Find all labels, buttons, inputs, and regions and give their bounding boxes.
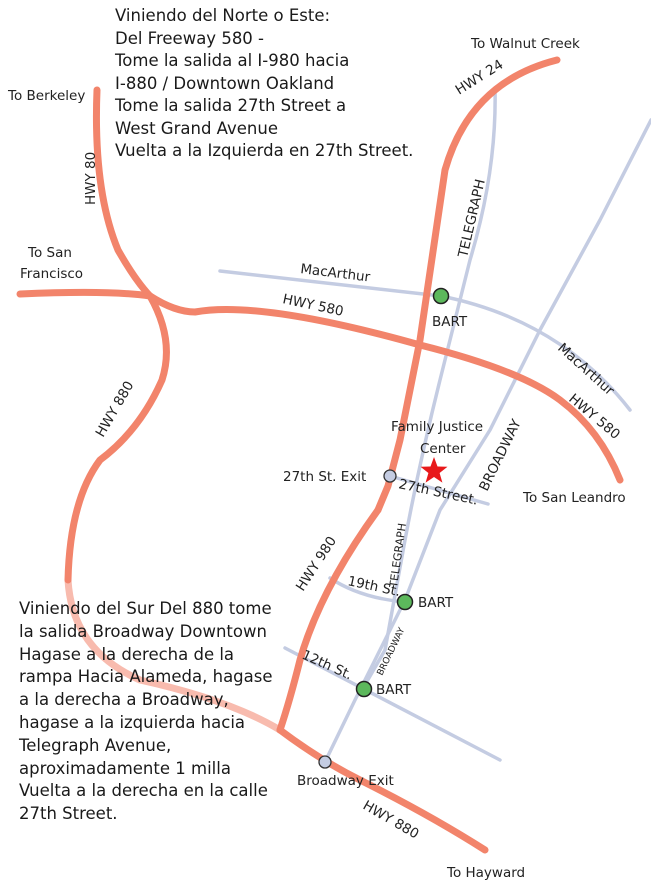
directions-south-line: aproximadamente 1 milla: [19, 758, 231, 778]
27th-street-road: [388, 474, 490, 506]
telegraph-north-label: TELEGRAPH: [455, 178, 489, 260]
san-leandro-label: To San Leandro: [522, 490, 626, 506]
hayward-label: To Hayward: [446, 865, 525, 881]
bart-macarthur-marker: [432, 287, 450, 305]
berkeley-label: To Berkeley: [7, 88, 85, 104]
telegraph-road: [360, 86, 497, 692]
directions-north-line: Del Freeway 580 -: [115, 28, 265, 48]
27th-exit-marker: [383, 469, 397, 483]
telegraph-south-label: TELEGRAPH: [387, 522, 409, 589]
directions-south-line: a la derecha a Broadway,: [19, 690, 229, 710]
hwy-980-road: [276, 506, 382, 734]
macarthur-west-road: [218, 269, 443, 298]
hwy-580-road: [16, 288, 624, 484]
directions-south-line: hagase a la izquierda hacia: [19, 712, 246, 732]
hwy-880-south-road: [276, 726, 489, 854]
directions-north-line: Viniendo del Norte o Este:: [115, 6, 331, 25]
12th-street-road: [283, 646, 502, 762]
directions-south: Viniendo del Sur Del 880 tome la salida …: [19, 598, 273, 826]
directions-south-line: Telegraph Avenue,: [19, 735, 172, 755]
hwy-24-road: [374, 56, 561, 514]
landmark-label-2: Center: [420, 441, 466, 457]
directions-south-line: Hagase a la derecha de la: [19, 644, 235, 664]
directions-north-line: Tome la salida al I-980 hacia: [115, 51, 350, 70]
macarthur-east-road: [439, 294, 632, 412]
bart-12th-label: BART: [376, 682, 412, 698]
27th-exit-label: 27th St. Exit: [283, 469, 366, 485]
landmark-label-1: Family Justice: [391, 419, 483, 435]
12th-street-label: 12th St.: [299, 647, 354, 683]
walnut-creek-label: To Walnut Creek: [470, 36, 580, 52]
broadway-exit-marker: [318, 755, 332, 769]
27th-street-label: 27th Street.: [397, 476, 479, 508]
san-francisco-label-1: To San: [27, 245, 72, 261]
bart-macarthur-label: BART: [432, 314, 468, 330]
directions-south-line: Viniendo del Sur Del 880 tome: [19, 599, 272, 618]
broadway-exit-label: Broadway Exit: [297, 773, 394, 789]
macarthur-east-label: MacArthur: [554, 340, 617, 399]
san-francisco-label-2: Francisco: [20, 266, 83, 282]
bart-19th-marker: [396, 593, 414, 611]
directions-north-line: I-880 / Downtown Oakland: [115, 73, 335, 93]
hwy-880-faded-road: [64, 576, 284, 734]
directions-north-line: Vuelta a la Izquierda en 27th Street.: [115, 141, 414, 160]
hwy-880-north-road: [64, 292, 170, 584]
directions-south-line: Vuelta a la derecha en la calle: [19, 781, 268, 801]
directions-north-line: Tome la salida 27th Street a: [115, 96, 347, 115]
hwy-80-road: [92, 86, 154, 300]
family-justice-center-star-icon: [420, 457, 448, 483]
bart-19th-label: BART: [418, 595, 454, 611]
broadway-north-label: BROADWAY: [476, 416, 525, 494]
directions-south-line: la salida Broadway Downtown: [19, 621, 267, 641]
directions-south-line: rampa Hacia Alameda, hagase: [19, 667, 273, 687]
directions-north-line: West Grand Avenue: [115, 118, 278, 138]
hwy-24-label: HWY 24: [453, 57, 507, 99]
directions-north: Viniendo del Norte o Este: Del Freeway 5…: [115, 5, 413, 163]
hwy-80-label: HWY 80: [83, 152, 99, 205]
bart-12th-marker: [355, 680, 373, 698]
directions-south-line: 27th Street.: [19, 804, 118, 824]
